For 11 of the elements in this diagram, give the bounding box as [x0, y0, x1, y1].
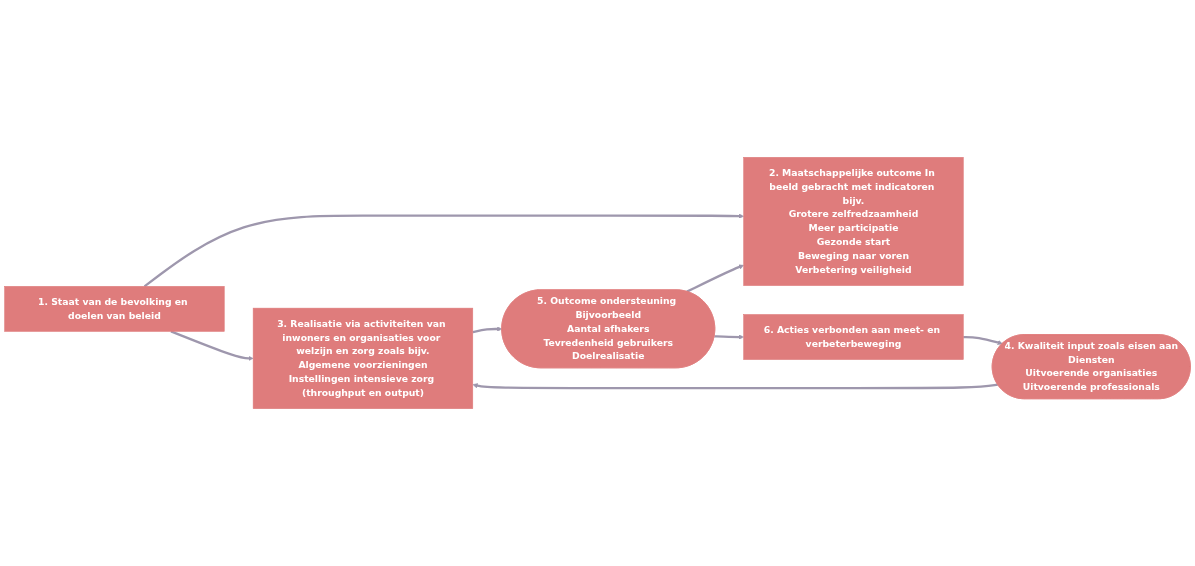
node-box: 2. Maatschappelijke outcome In beeld gebracht met indicatoren bijv. Grotere zelfredzaamheid Meer participatie Gezonde start Beweging naar voren Verbetering veiligheid — [743, 157, 964, 286]
arrow — [472, 383, 998, 390]
arrow — [963, 335, 1003, 345]
arrow — [170, 330, 254, 361]
node-box: 3. Realisatie via activiteiten van inwoners en organisaties voor welzijn en zorg zoals bijv. Algemene voorzieningen Instellingen intensieve zorg (throughput en output) — [252, 307, 474, 409]
arrow — [686, 264, 744, 293]
node-box: 1. Staat van de bevolking en doelen van beleid — [4, 286, 225, 332]
arrow — [714, 334, 744, 340]
arrow — [472, 326, 503, 334]
node-box: 6. Acties verbonden aan meet- en verbeterbeweging — [743, 314, 964, 360]
arrow — [143, 213, 744, 288]
